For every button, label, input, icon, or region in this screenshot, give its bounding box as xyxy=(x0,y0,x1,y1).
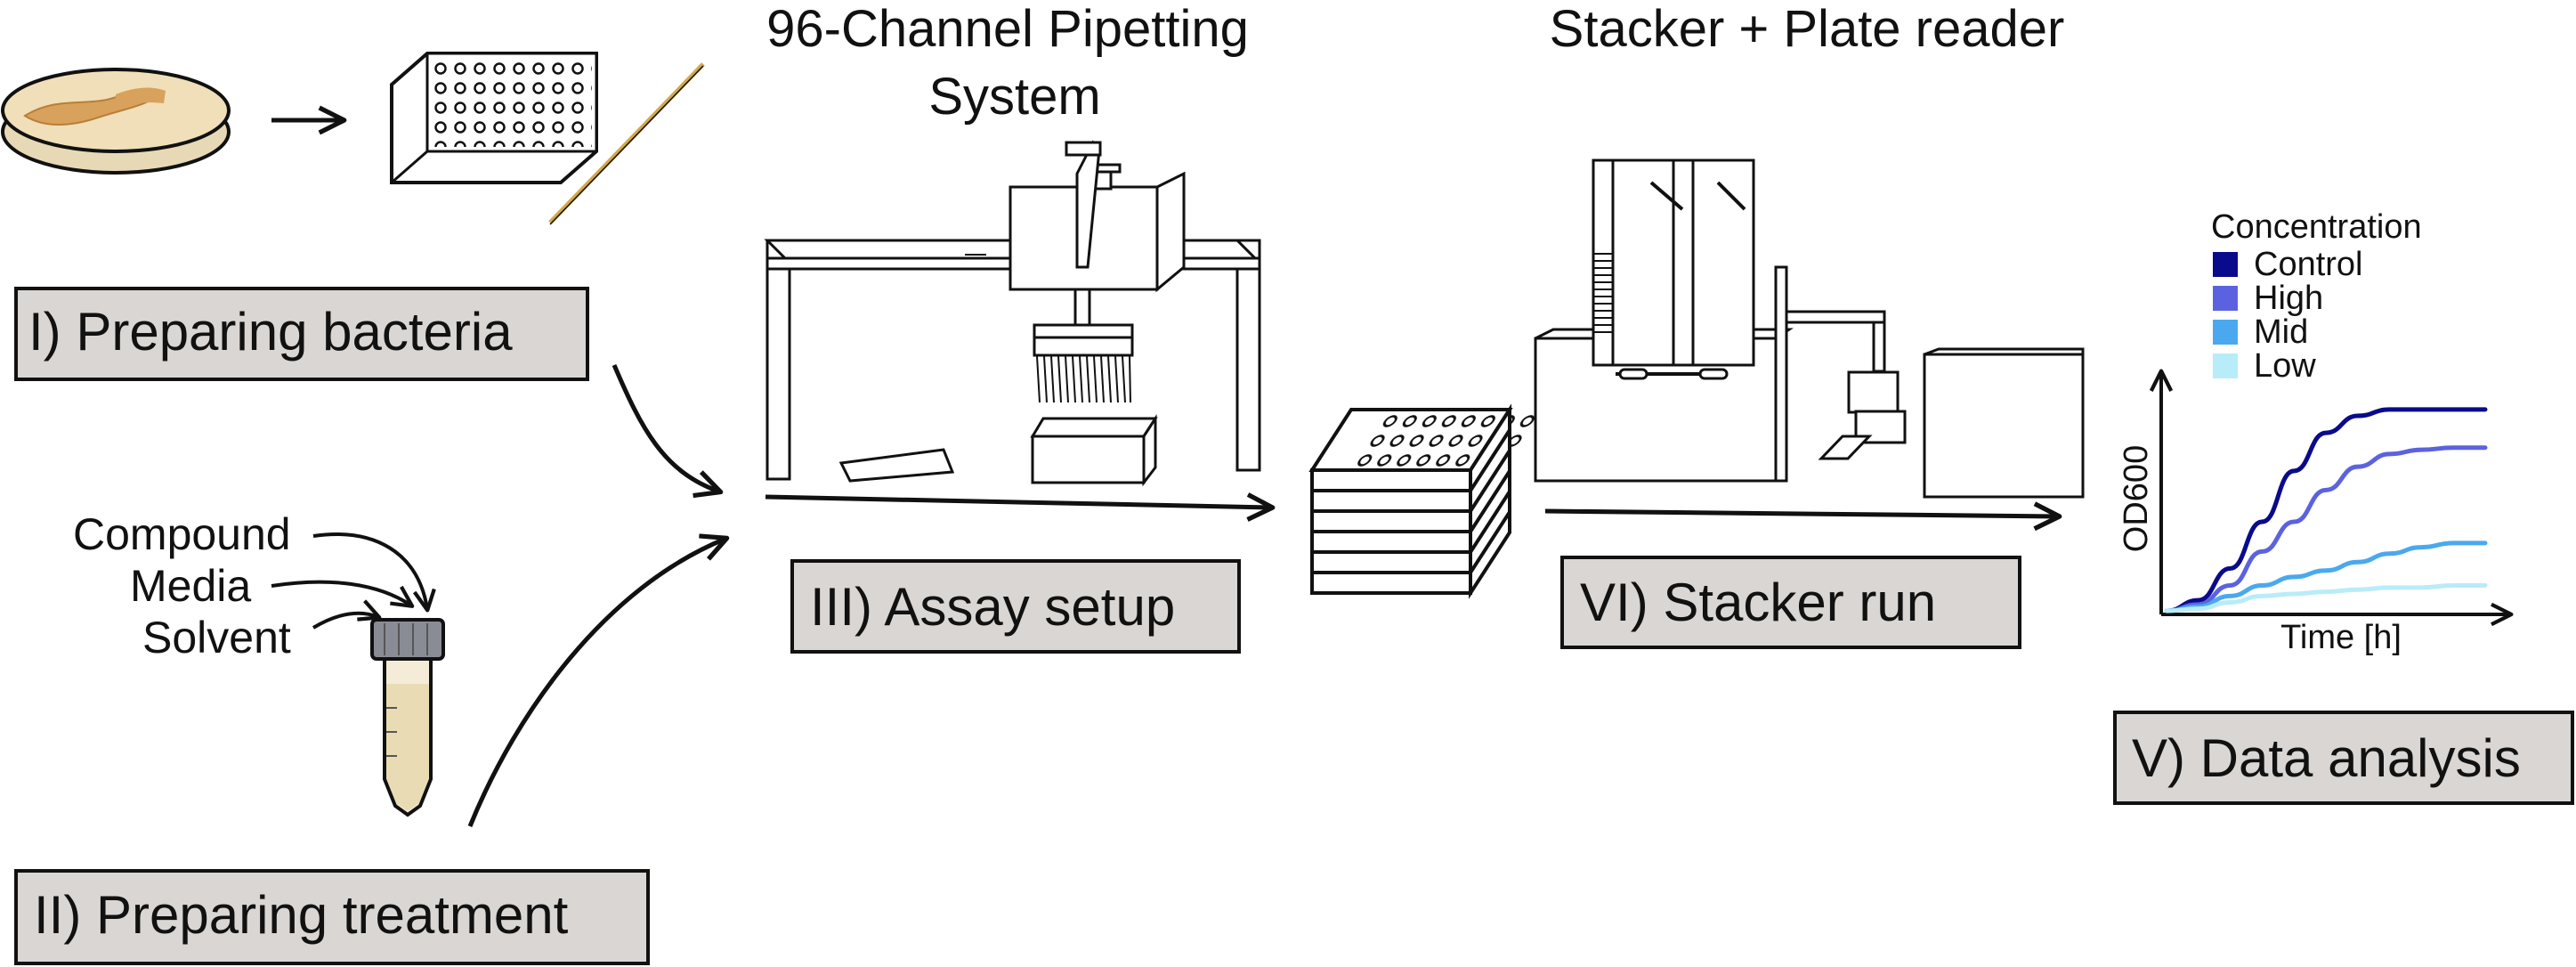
pipetting-heading-line2: System xyxy=(928,68,1100,126)
legend-label-control: Control xyxy=(2254,246,2363,283)
series-line-low xyxy=(2164,582,2488,614)
treatment-input-media: Media xyxy=(130,561,251,611)
legend-label-high: High xyxy=(2254,280,2323,317)
x-axis-label: Time [h] xyxy=(2280,619,2402,656)
arrow-compound-to-tube xyxy=(312,532,436,613)
growth-curve-chart: OD600 Time [h] Concentration ControlHigh… xyxy=(2118,208,2514,656)
step-assay-setup-label: III) Assay setup xyxy=(810,577,1175,637)
pipetting-robot-icon xyxy=(764,140,1261,487)
step-preparing-treatment-label: II) Preparing treatment xyxy=(34,885,569,945)
arrow-media-to-tube xyxy=(271,580,415,608)
stacker-plate-reader-icon xyxy=(1534,158,2085,499)
petri-dish-icon xyxy=(1,68,231,175)
legend-label-low: Low xyxy=(2254,347,2316,385)
y-axis-label: OD600 xyxy=(2118,445,2155,552)
pipetting-heading-line1: 96-Channel Pipetting xyxy=(766,0,1249,58)
legend-swatch-control xyxy=(2213,252,2238,277)
step-preparing-bacteria-label: I) Preparing bacteria xyxy=(28,302,513,362)
series-line-high xyxy=(2164,445,2488,614)
plate-stack-icon xyxy=(1308,403,1541,599)
series-line-mid xyxy=(2164,540,2488,614)
arrow-solvent-to-tube xyxy=(312,599,382,630)
arrow-treatment-to-setup xyxy=(467,533,730,827)
legend-swatch-high xyxy=(2213,286,2238,311)
step-preparing-treatment: II) Preparing treatment xyxy=(14,869,650,965)
series-line-control xyxy=(2164,407,2488,614)
step-data-analysis-label: V) Data analysis xyxy=(2132,728,2521,788)
arrow-setup-to-stack xyxy=(765,492,1276,522)
arrow-stacker-to-analysis xyxy=(1544,501,2062,532)
treatment-input-solvent: Solvent xyxy=(142,613,291,662)
legend-label-mid: Mid xyxy=(2254,313,2308,351)
step-stacker-run-label: VI) Stacker run xyxy=(1580,573,1936,632)
treatment-input-compound: Compound xyxy=(73,509,291,559)
pipette-tips-icon xyxy=(1036,355,1131,403)
step-data-analysis: V) Data analysis xyxy=(2113,711,2574,805)
legend-title: Concentration xyxy=(2211,208,2422,246)
arrow-bacteria-to-setup xyxy=(612,364,724,499)
step-stacker-run: VI) Stacker run xyxy=(1560,556,2021,649)
step-preparing-bacteria: I) Preparing bacteria xyxy=(14,287,589,381)
stacked-plates-icon xyxy=(1593,253,1613,333)
stacker-heading: Stacker + Plate reader xyxy=(1550,0,2065,58)
step-assay-setup: III) Assay setup xyxy=(790,559,1241,654)
well-plate-icon xyxy=(390,52,705,225)
legend-swatch-low xyxy=(2213,353,2238,378)
legend-swatch-mid xyxy=(2213,320,2238,345)
falcon-tube-icon xyxy=(370,618,445,817)
